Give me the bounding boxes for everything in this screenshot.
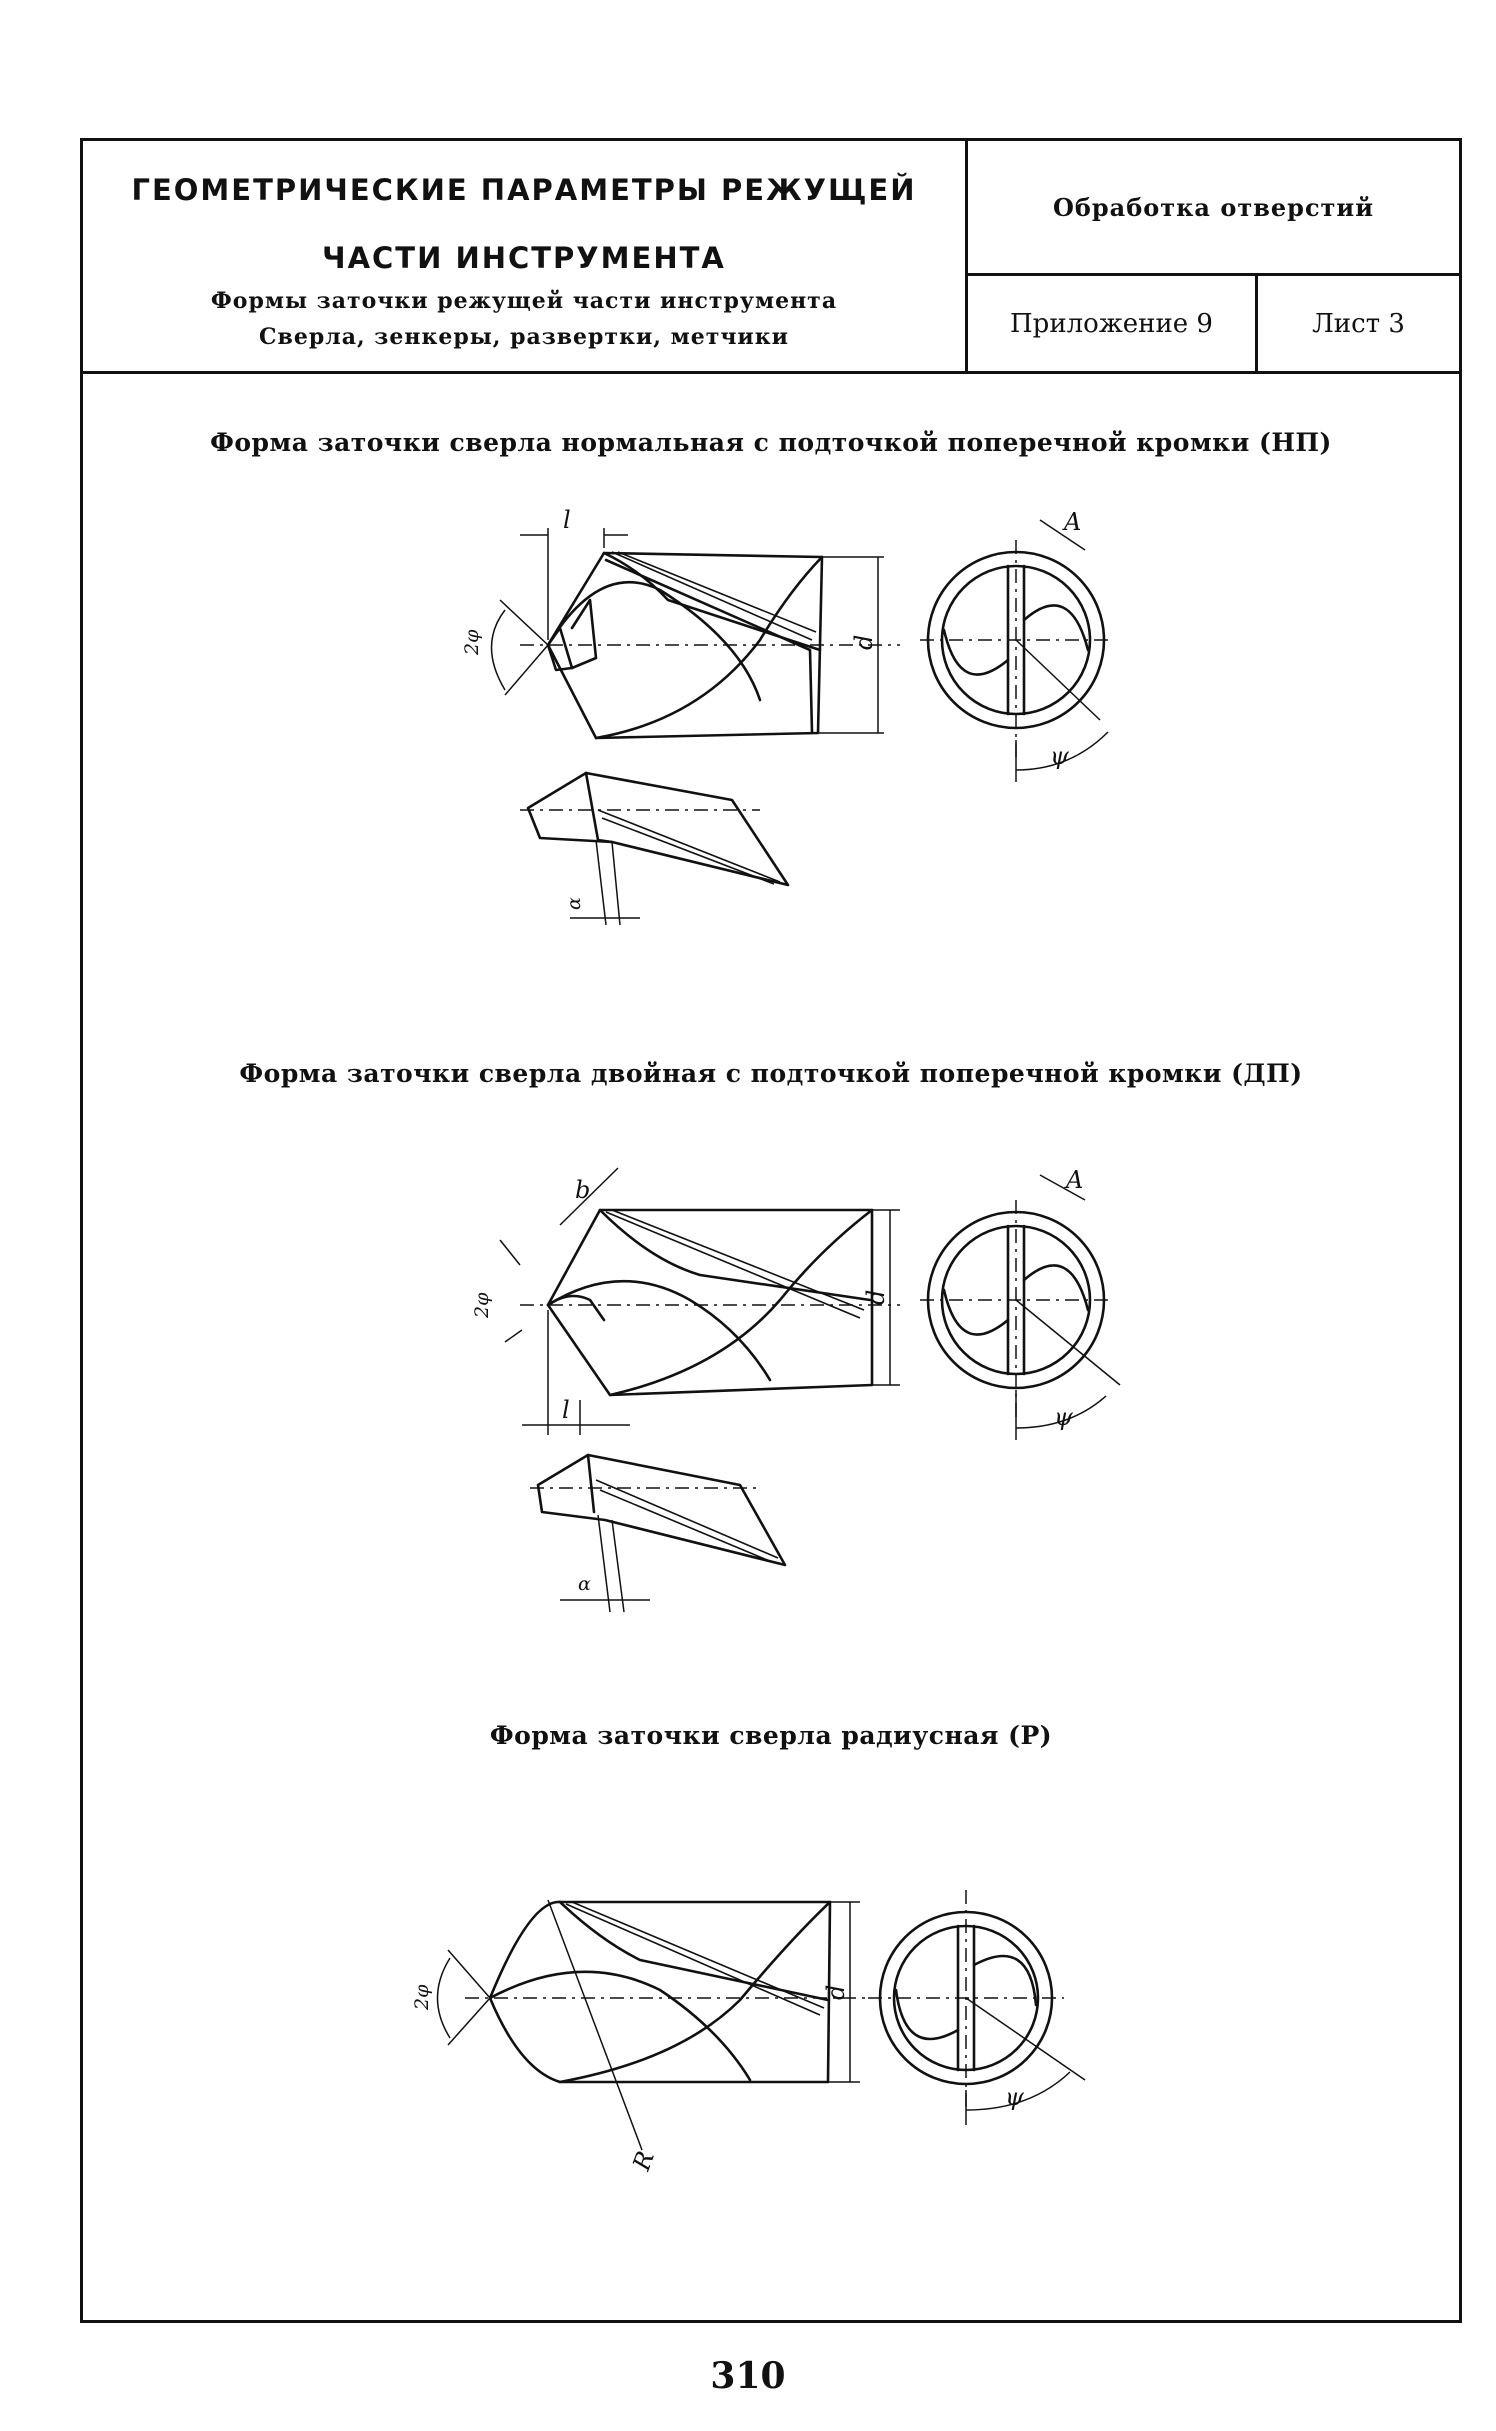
document-title-line1: ГЕОМЕТРИЧЕСКИЕ ПАРАМЕТРЫ РЕЖУЩЕЙ bbox=[131, 173, 917, 207]
label-psi-r: ψ bbox=[1005, 2083, 1025, 2111]
label-l-dp: l bbox=[562, 1396, 570, 1424]
label-l-np: l bbox=[563, 506, 571, 534]
label-d-r: d bbox=[822, 1985, 850, 2000]
label-b-dp: b bbox=[575, 1176, 590, 1204]
label-alpha-dp: α bbox=[578, 1573, 591, 1595]
drill-side-view-np bbox=[490, 528, 900, 740]
label-a-np: A bbox=[1062, 508, 1081, 536]
drill-side-view-dp bbox=[499, 1167, 900, 1435]
document-title-line2: ЧАСТИ ИНСТРУМЕНТА bbox=[322, 241, 726, 275]
label-angle-dp: 2φ bbox=[471, 1292, 493, 1319]
page-frame: ГЕОМЕТРИЧЕСКИЕ ПАРАМЕТРЫ РЕЖУЩЕЙ ЧАСТИ И… bbox=[80, 138, 1462, 2323]
figure-caption-dp: Форма заточки сверла двойная с подточкой… bbox=[239, 1059, 1303, 1088]
sheet-number: Лист 3 bbox=[1312, 308, 1405, 339]
appendix-number: Приложение 9 bbox=[968, 276, 1258, 371]
label-angle-r: 2φ bbox=[411, 1984, 433, 2011]
title-block-main: ГЕОМЕТРИЧЕСКИЕ ПАРАМЕТРЫ РЕЖУЩЕЙ ЧАСТИ И… bbox=[83, 141, 968, 371]
drill-end-view-r bbox=[868, 1890, 1086, 2125]
document-subtitle-2: Сверла, зенкеры, развертки, метчики bbox=[259, 324, 789, 350]
drill-side-view-r bbox=[436, 1899, 870, 2151]
label-psi-dp: ψ bbox=[1054, 1403, 1074, 1431]
drill-end-view-np bbox=[920, 519, 1112, 782]
label-r-r: R bbox=[627, 2147, 660, 2175]
section-name: Обработка отверстий bbox=[968, 141, 1459, 276]
label-a-dp: A bbox=[1064, 1166, 1083, 1194]
label-d-np: d bbox=[850, 635, 878, 650]
title-block-side: Обработка отверстий Приложение 9 Лист 3 bbox=[968, 141, 1459, 371]
drill-detail-view-dp bbox=[530, 1453, 787, 1613]
drill-end-view-dp bbox=[920, 1174, 1121, 1440]
page-number: 310 bbox=[710, 2355, 786, 2397]
label-angle-np: 2φ bbox=[461, 629, 483, 656]
title-block: ГЕОМЕТРИЧЕСКИЕ ПАРАМЕТРЫ РЕЖУЩЕЙ ЧАСТИ И… bbox=[83, 141, 1459, 374]
label-psi-np: ψ bbox=[1050, 742, 1070, 770]
document-subtitle-1: Формы заточки режущей части инструмента bbox=[210, 288, 838, 314]
figure-caption-np: Форма заточки сверла нормальная с подточ… bbox=[210, 428, 1332, 457]
label-d-dp: d bbox=[862, 1290, 890, 1305]
figure-caption-r: Форма заточки сверла радиусная (Р) bbox=[489, 1721, 1053, 1750]
label-alpha-np: α bbox=[563, 897, 585, 910]
drill-detail-view-np bbox=[520, 771, 790, 926]
